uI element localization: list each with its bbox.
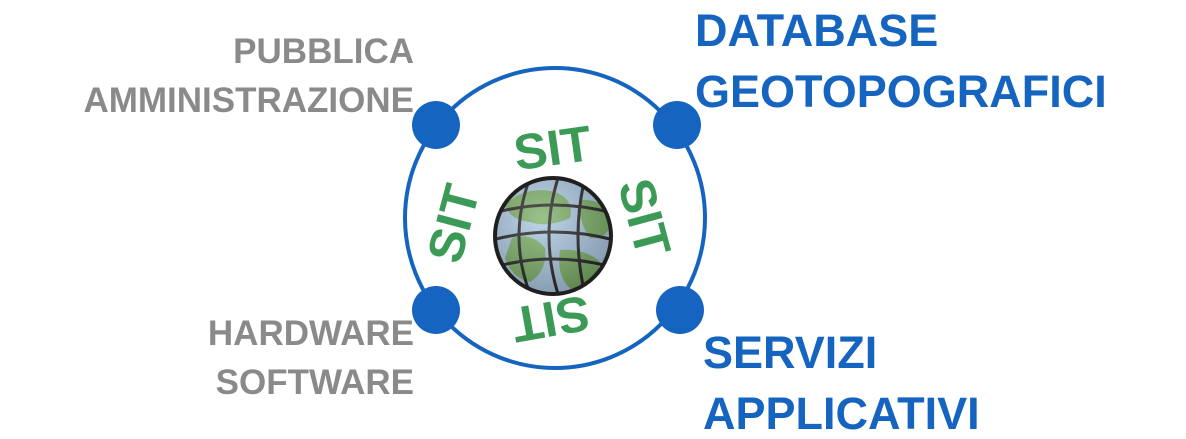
label-top-left-line1: PUBBLICA — [233, 32, 414, 71]
label-top-right-line2: GEOTOPOGRAFICI — [695, 66, 1107, 117]
label-bottom-right-line2: APPLICATIVI — [703, 388, 980, 439]
node-top-left — [412, 101, 460, 149]
label-bottom-right-line1: SERVIZI — [703, 327, 878, 378]
globe-icon — [493, 176, 613, 296]
label-top-left-line2: AMMINISTRAZIONE — [83, 81, 414, 120]
label-bottom-left-line1: HARDWARE — [207, 314, 414, 353]
node-top-right — [653, 101, 701, 149]
label-top-right-line1: DATABASE — [695, 5, 939, 56]
label-hardware-software: HARDWARE SOFTWARE — [208, 316, 414, 400]
sit-text-top: SIT — [510, 115, 595, 181]
sit-text-left: SIT — [416, 179, 490, 269]
node-bottom-right — [656, 286, 704, 334]
sit-text-bottom: SIT — [508, 284, 594, 353]
label-bottom-left-line2: SOFTWARE — [215, 363, 414, 402]
node-bottom-left — [412, 286, 460, 334]
sit-text-right: SIT — [607, 173, 681, 263]
label-servizi-applicativi: SERVIZI APPLICATIVI — [703, 330, 980, 436]
label-pubblica-amministrazione: PUBBLICA AMMINISTRAZIONE — [83, 34, 414, 118]
main-ring — [403, 66, 707, 370]
label-database-geotopografici: DATABASE GEOTOPOGRAFICI — [695, 8, 1107, 114]
